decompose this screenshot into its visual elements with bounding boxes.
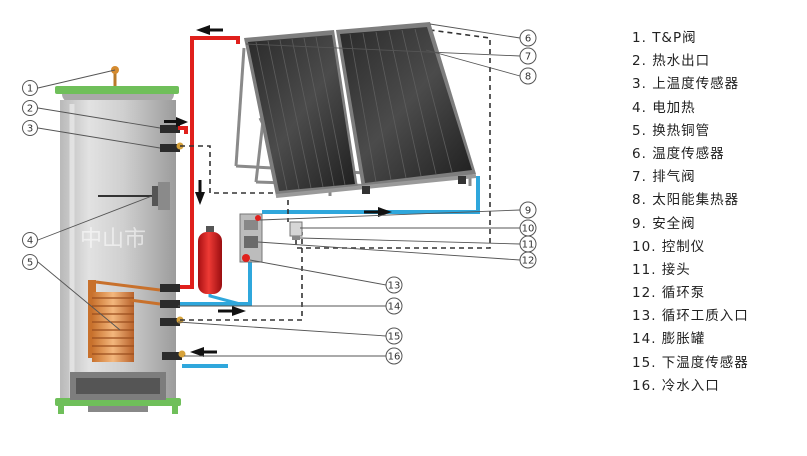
svg-text:7: 7 (525, 52, 531, 63)
svg-text:14: 14 (388, 302, 401, 313)
legend-item-7: 7. 排气阀 (632, 169, 696, 186)
callouts: 1 2 3 4 5 6 7 8 9 10 11 12 13 14 15 16 (22, 29, 537, 365)
svg-text:13: 13 (388, 281, 401, 292)
circulation-inlet-valve (242, 254, 250, 262)
pump-station (239, 213, 303, 263)
callout-12: 12 (519, 251, 537, 269)
legend-item-9: 9. 安全阀 (632, 215, 696, 232)
callout-15: 15 (385, 327, 403, 345)
svg-text:10: 10 (522, 224, 535, 235)
svg-text:3: 3 (27, 124, 33, 135)
circulation-pump (244, 236, 258, 248)
legend-item-1: 1. T&P阀 (632, 30, 697, 46)
callout-16: 16 (385, 347, 403, 365)
callout-4: 4 (22, 232, 38, 248)
callout-leaders (37, 23, 521, 357)
heat-exchange-coil (88, 280, 161, 362)
legend-item-10: 10. 控制仪 (632, 238, 706, 255)
legend-item-11: 11. 接头 (632, 261, 691, 278)
collector-panel-2 (340, 27, 472, 183)
watermark: 中山市 (80, 227, 146, 252)
legend-item-13: 13. 循环工质入口 (632, 308, 749, 325)
legend-item-14: 14. 膨胀罐 (632, 331, 706, 348)
svg-text:2: 2 (27, 104, 33, 115)
callout-5: 5 (22, 254, 38, 270)
callout-3: 3 (22, 120, 38, 136)
storage-tank (55, 66, 186, 414)
legend-item-8: 8. 太阳能集热器 (632, 192, 740, 209)
safety-valve (255, 215, 261, 221)
legend-item-3: 3. 上温度传感器 (632, 76, 740, 93)
solar-collector-array (234, 22, 477, 198)
callout-8: 8 (519, 67, 537, 85)
callout-11: 11 (519, 235, 537, 253)
hot-water-outlet-pipe (178, 126, 188, 134)
legend-item-16: 16. 冷水入口 (632, 377, 720, 394)
flow-arrows (164, 25, 392, 357)
connector (292, 236, 300, 240)
svg-text:11: 11 (522, 240, 535, 251)
callout-10: 10 (519, 219, 537, 237)
legend-item-12: 12. 循环泵 (632, 285, 706, 302)
svg-text:8: 8 (525, 72, 531, 83)
component-legend: 1. T&P阀 2. 热水出口 3. 上温度传感器 4. 电加热 5. 换热铜管… (632, 27, 802, 398)
svg-text:16: 16 (388, 352, 401, 363)
svg-text:6: 6 (525, 34, 531, 45)
callout-13: 13 (385, 276, 403, 294)
legend-item-15: 15. 下温度传感器 (632, 354, 749, 371)
legend-item-5: 5. 换热铜管 (632, 122, 711, 139)
svg-text:9: 9 (525, 206, 531, 217)
callout-6: 6 (519, 29, 537, 47)
legend-item-6: 6. 温度传感器 (632, 145, 725, 162)
sensor-wiring (180, 29, 491, 321)
callout-7: 7 (519, 47, 537, 65)
callout-2: 2 (22, 100, 38, 116)
callout-14: 14 (385, 297, 403, 315)
tank-top-cap (55, 86, 179, 94)
callout-9: 9 (519, 201, 537, 219)
svg-text:5: 5 (27, 258, 33, 269)
solar-hot-pipe (180, 36, 240, 289)
svg-text:12: 12 (522, 256, 535, 267)
expansion-tank (198, 226, 222, 294)
controller (289, 221, 303, 237)
svg-text:15: 15 (388, 332, 401, 343)
legend-item-4: 4. 电加热 (632, 99, 696, 116)
svg-text:4: 4 (27, 236, 33, 247)
svg-text:1: 1 (27, 84, 33, 95)
callout-1: 1 (22, 80, 38, 96)
legend-item-2: 2. 热水出口 (632, 53, 711, 70)
